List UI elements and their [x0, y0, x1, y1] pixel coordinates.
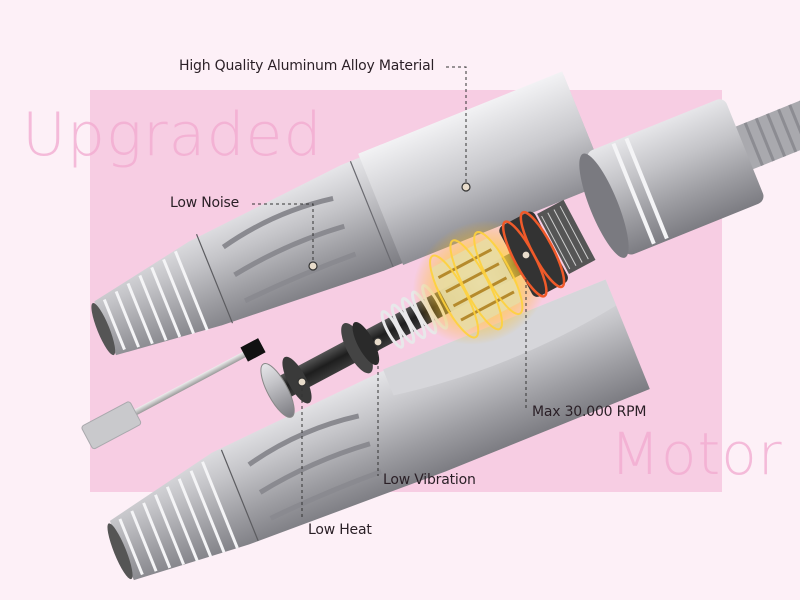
callout-aluminum: High Quality Aluminum Alloy Material — [179, 58, 435, 74]
motor-assembly — [260, 199, 596, 418]
headline-upgraded: Upgraded — [22, 100, 323, 170]
dot-noise — [308, 261, 318, 271]
dot-vibration — [373, 337, 383, 347]
callout-max-rpm: Max 30.000 RPM — [532, 404, 647, 420]
dot-aluminum — [461, 182, 471, 192]
callout-dots — [297, 182, 531, 387]
headline-motor: Motor — [610, 420, 783, 488]
headline-motor-text: Motor — [610, 420, 783, 488]
callout-low-heat: Low Heat — [308, 522, 372, 538]
dot-heat — [297, 377, 307, 387]
leader-aluminum — [446, 66, 467, 186]
dot-rpm — [521, 250, 531, 260]
callout-low-vibration: Low Vibration — [383, 472, 476, 488]
headline-upgraded-text: Upgraded — [22, 100, 323, 170]
top-handpiece — [91, 71, 608, 356]
rear-cap — [579, 80, 800, 258]
callout-lines — [252, 66, 527, 520]
leader-noise — [252, 203, 314, 265]
callout-low-noise: Low Noise — [170, 195, 240, 211]
drill-bit — [81, 338, 266, 450]
